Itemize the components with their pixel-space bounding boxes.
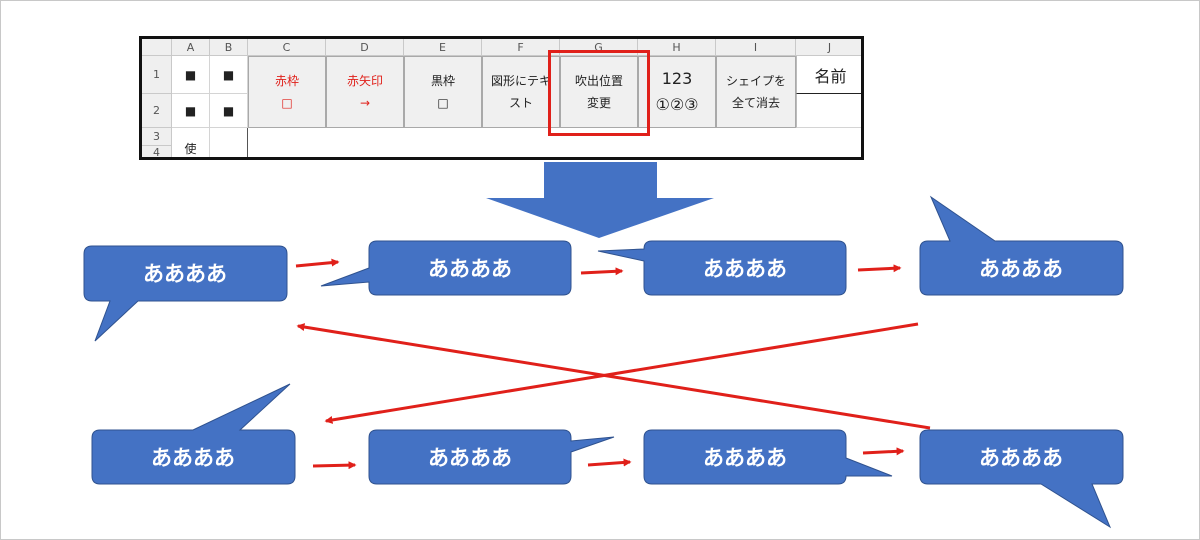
arrow-8-to-1 (296, 323, 931, 430)
row-header-3[interactable]: 3 (142, 128, 172, 146)
arrow-4-to-5 (324, 322, 919, 424)
arrow-5-to-6 (312, 461, 357, 470)
row-header-4[interactable]: 4 (142, 146, 172, 157)
balloon-6-text: ああああ (428, 446, 512, 470)
cell-b2-square[interactable]: ■ (210, 94, 248, 128)
erase-shapes-label-2: 全て消去 (731, 96, 780, 110)
balloon-6[interactable]: ああああ (368, 429, 615, 485)
balloon-7-text: ああああ (703, 446, 787, 470)
arrow-3-to-4 (857, 264, 902, 273)
cell-a3[interactable]: 使 (172, 128, 210, 157)
balloon-1[interactable]: ああああ (83, 245, 288, 342)
red-frame-button[interactable]: 赤枠 □ (248, 56, 326, 128)
balloon-position-button[interactable]: 吹出位置 変更 (560, 56, 638, 128)
erase-shapes-label-1: シェイプを (725, 74, 786, 88)
black-frame-symbol: □ (437, 96, 449, 110)
balloon-5-text: ああああ (151, 446, 235, 470)
arrow-7-to-8 (862, 447, 905, 456)
numbers-label-2: ①②③ (655, 95, 699, 114)
big-down-arrow (486, 162, 714, 238)
shape-text-label-2: スト (508, 96, 533, 110)
red-arrow-symbol: → (359, 96, 371, 110)
column-header-f[interactable]: F (482, 39, 560, 56)
red-arrow-button[interactable]: 赤矢印 → (326, 56, 404, 128)
column-header-j[interactable]: J (796, 39, 861, 56)
balloon-4-text: ああああ (979, 257, 1063, 281)
cell-b3[interactable] (210, 128, 248, 157)
cell-a1-square[interactable]: ■ (172, 56, 210, 94)
cell-a2-square[interactable]: ■ (172, 94, 210, 128)
erase-shapes-button[interactable]: シェイプを 全て消去 (716, 56, 796, 128)
row-header-1[interactable]: 1 (142, 56, 172, 94)
numbers-button[interactable]: 123 ①②③ (638, 56, 716, 128)
arrow-1-to-2 (295, 258, 340, 268)
balloon-8[interactable]: ああああ (919, 429, 1124, 529)
balloon-position-label-1: 吹出位置 (574, 74, 623, 88)
balloon-7[interactable]: ああああ (643, 429, 893, 485)
column-header-h[interactable]: H (638, 39, 716, 56)
select-all-corner[interactable] (142, 39, 172, 56)
column-header-c[interactable]: C (248, 39, 326, 56)
column-header-d[interactable]: D (326, 39, 404, 56)
balloon-4[interactable]: ああああ (919, 195, 1124, 296)
row-header-2[interactable]: 2 (142, 94, 172, 128)
column-header-b[interactable]: B (210, 39, 248, 56)
shape-text-button[interactable]: 図形にテキ スト (482, 56, 560, 128)
balloon-2[interactable]: ああああ (320, 240, 572, 296)
balloon-position-label-2: 変更 (586, 96, 611, 110)
balloon-2-text: ああああ (428, 257, 512, 281)
balloon-8-text: ああああ (979, 446, 1063, 470)
balloon-3[interactable]: ああああ (597, 240, 847, 296)
balloon-1-text: ああああ (143, 262, 227, 286)
balloon-3-text: ああああ (703, 257, 787, 281)
red-frame-symbol: □ (281, 96, 293, 110)
red-arrow-label: 赤矢印 (346, 74, 383, 88)
highlight-box (548, 50, 650, 136)
spreadsheet-panel: A B C D E F G H I J 1 2 3 4 ■ ■ ■ ■ 赤枠 □… (139, 36, 864, 160)
shape-text-label-1: 図形にテキ (490, 74, 551, 88)
column-header-a[interactable]: A (172, 39, 210, 56)
cell-b1-square[interactable]: ■ (210, 56, 248, 94)
black-frame-label: 黒枠 (430, 74, 455, 88)
balloon-5[interactable]: ああああ (91, 383, 296, 485)
arrow-6-to-7 (587, 458, 632, 467)
numbers-label-1: 123 (661, 69, 693, 88)
column-header-i[interactable]: I (716, 39, 796, 56)
red-frame-label: 赤枠 (274, 74, 299, 88)
black-frame-button[interactable]: 黒枠 □ (404, 56, 482, 128)
arrow-2-to-3 (580, 267, 624, 276)
cell-j1-name[interactable]: 名前 (796, 56, 861, 94)
column-header-e[interactable]: E (404, 39, 482, 56)
cell-j2[interactable] (796, 94, 861, 128)
